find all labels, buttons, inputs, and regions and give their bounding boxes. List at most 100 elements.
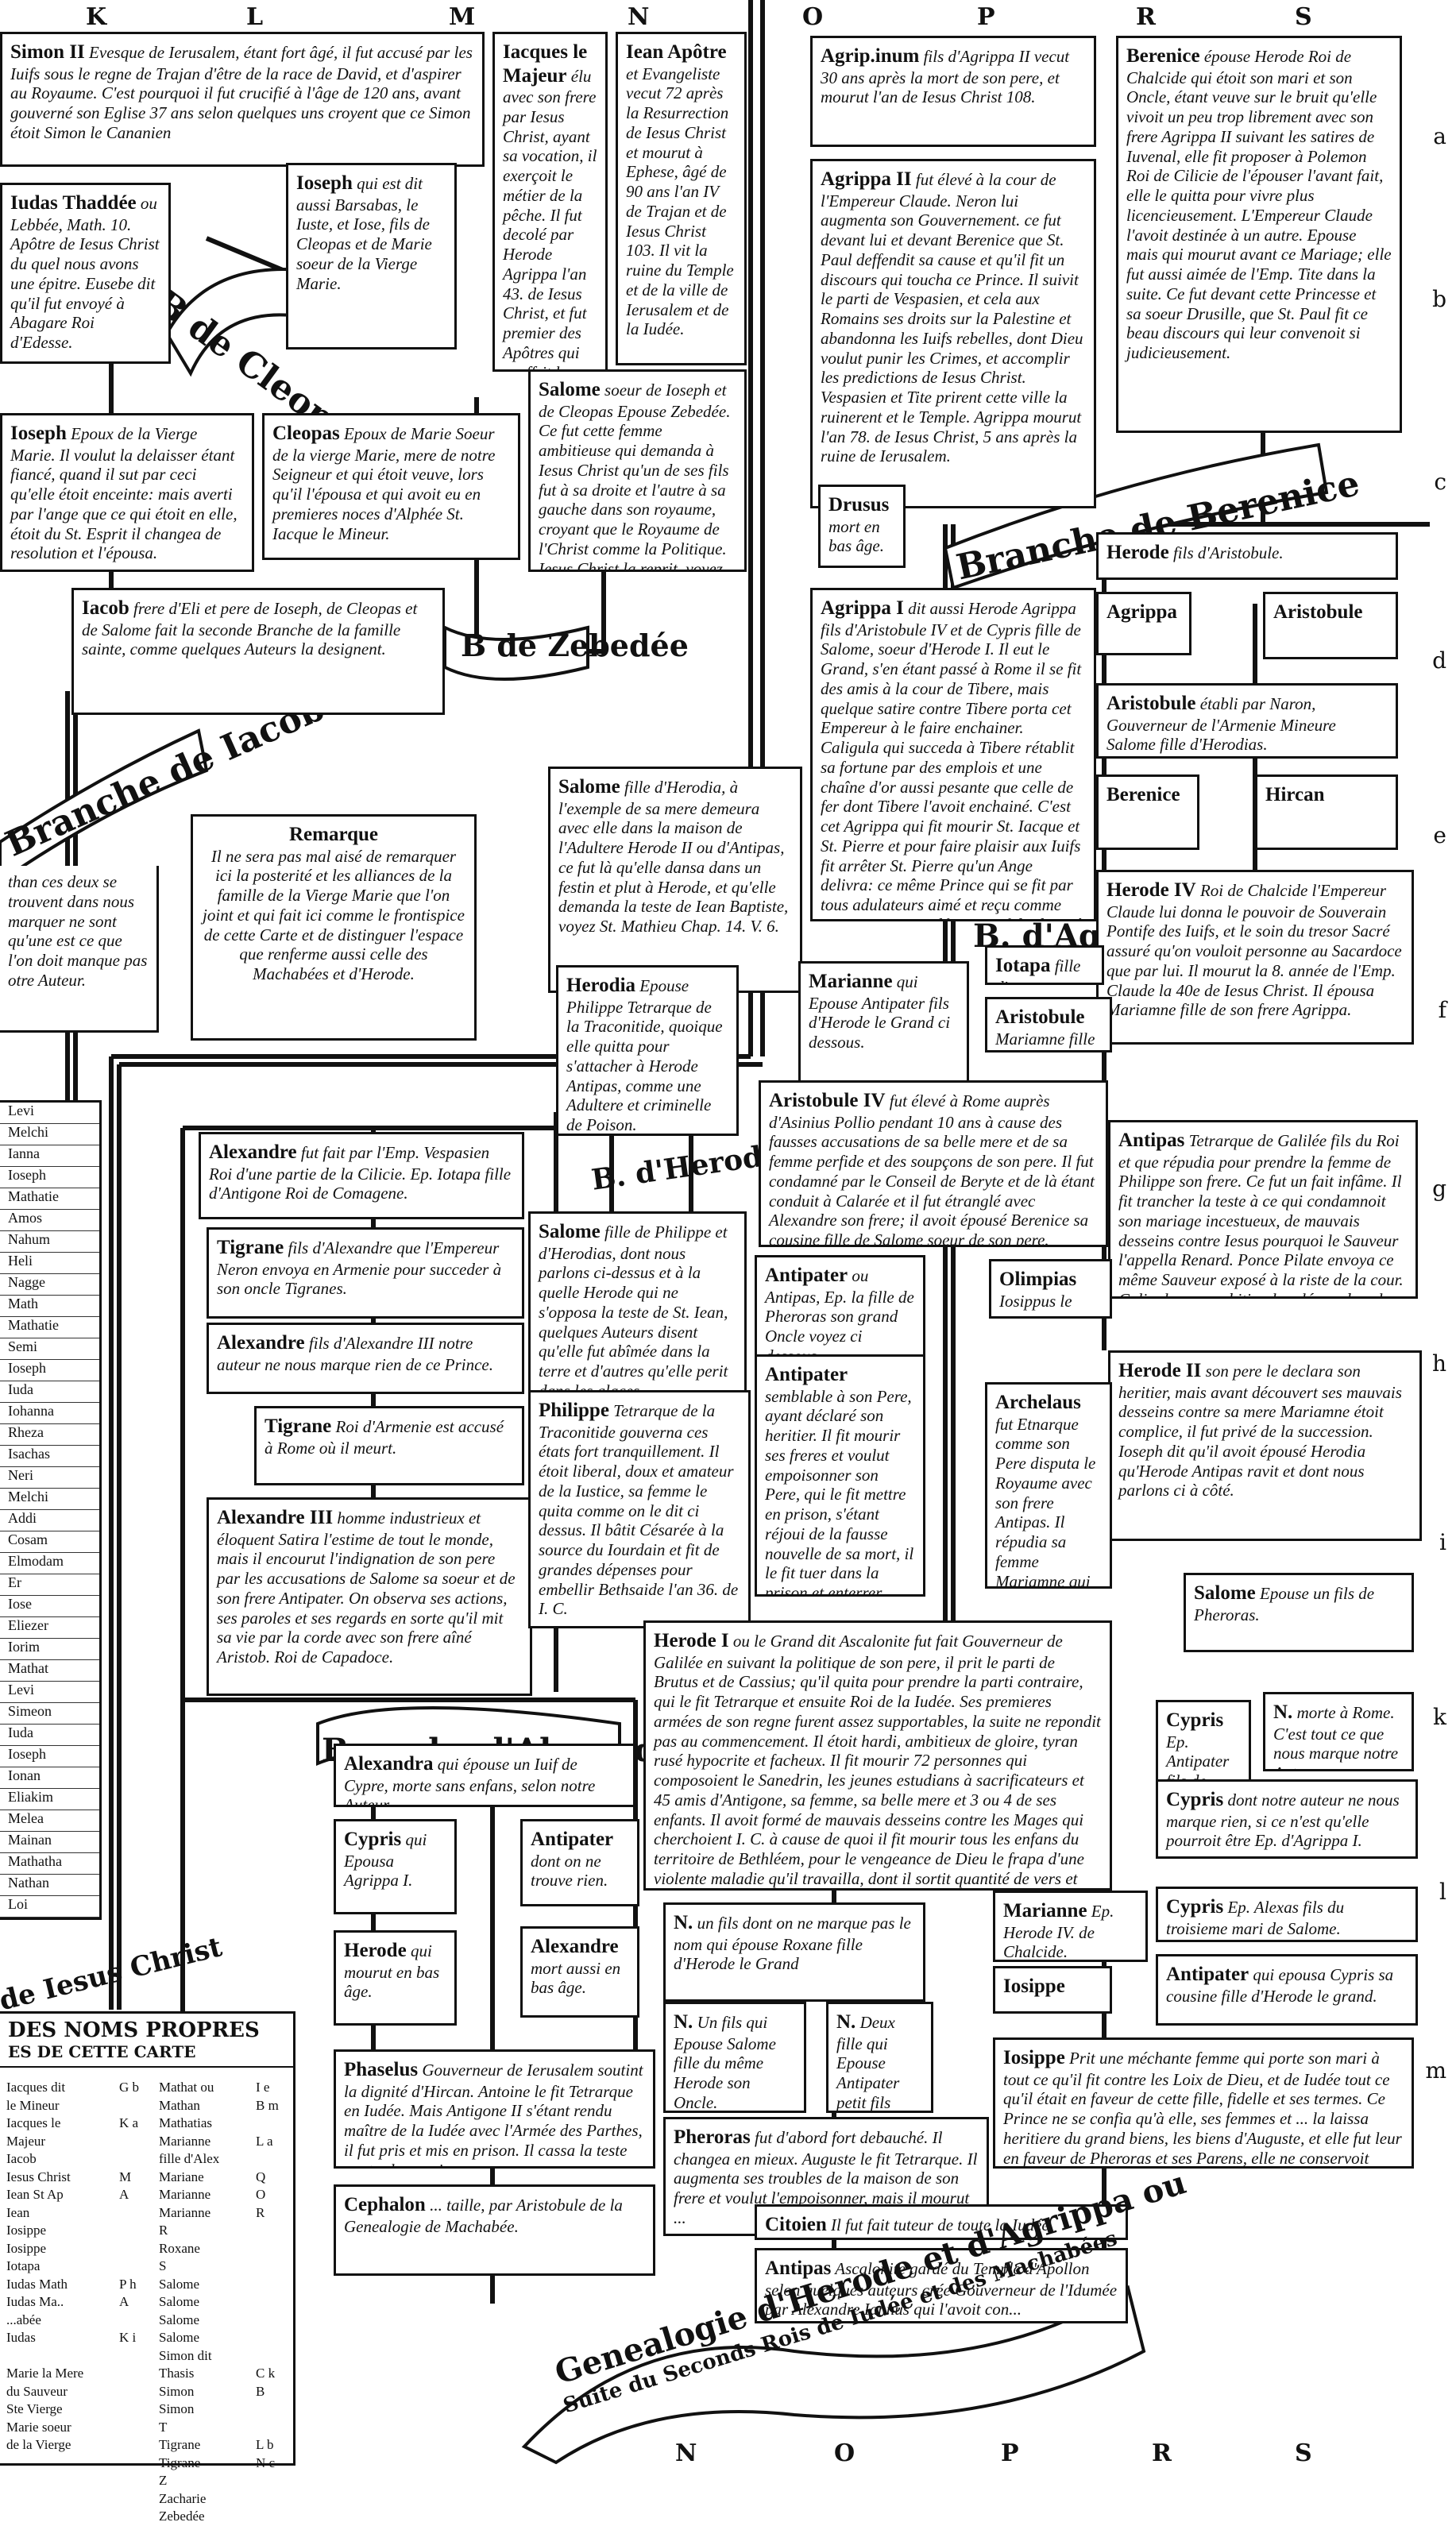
genealogy-list-item: Amos [0,1210,99,1231]
index-entry: Mathatias [159,2115,213,2130]
row-mark: l [1439,1879,1446,1905]
index-entry: R [159,2223,168,2238]
row-mark: m [1425,2057,1446,2084]
person-text: Epoux de la Vierge Marie. Il voulut la d… [10,424,238,563]
person-text: élu avec son frere par Iesus Christ, aya… [503,66,597,370]
person-box-aristobule-a: Aristobule [1263,592,1398,659]
person-name: Cypris [1166,1896,1224,1918]
genealogy-list-item: Simeon [0,1703,99,1725]
row-mark: a [1433,123,1446,149]
genealogy-list-item: Heli [0,1253,99,1274]
index-title: DES NOMS PROPRES [8,2018,260,2042]
person-text: Gouverneur de Ierusalem soutint la digni… [344,2061,643,2166]
genealogy-list-item: Levi [0,1103,99,1124]
person-text: Evesque de Ierusalem, étant fort âgé, il… [10,43,473,142]
index-entry [256,2419,292,2437]
person-text: qui est dit aussi Barsabas, le Iuste, et… [296,174,432,293]
person-name: Alexandre III [217,1507,334,1528]
person-name: Iosippe [1003,2047,1065,2068]
person-name: Agrip.inum [821,45,920,67]
person-box-herode2: Herode II son pere le declara son heriti… [1108,1350,1422,1541]
person-name: Herode IV [1106,879,1196,901]
genealogy-list-item: Eliezer [0,1617,99,1639]
person-box-iosippe2: Iosippe Prit une méchante femme qui port… [993,2037,1414,2169]
index-entry: Iudas Math [6,2276,68,2292]
person-text: Mariamne fille du Roi [995,1029,1095,1051]
person-text: fut Etnarque comme son Pere disputa le R… [995,1414,1096,1589]
genealogy-list-item: Ioseph [0,1167,99,1188]
person-box-archelaus: Archelaus fut Etnarque comme son Pere di… [985,1382,1112,1589]
person-box-citoien: Citoien Il fut fait tuteur de toute la I… [755,2204,1128,2240]
index-entry [119,2347,155,2366]
person-name: Aristobule IV [769,1090,886,1111]
genealogy-list-item: Iose [0,1596,99,1617]
person-name: Herodia [566,975,636,996]
column-letter-bottom: O [834,2439,855,2467]
index-entry: Marianne [159,2133,211,2149]
index-entry [119,2400,155,2419]
person-box-tigrane-roi: Tigrane Roi d'Armenie est accusé à Rome … [254,1406,524,1485]
index-entry: K i [119,2330,137,2345]
person-text: fut élevé à Rome auprès d'Asinius Pollio… [769,1091,1095,1247]
genealogy-list-item: Ionan [0,1767,99,1789]
person-name: Cypris [344,1829,402,1850]
person-box-marianne-chalcide: Marianne Ep. Herode IV. de Chalcide. [993,1891,1148,1962]
row-mark: c [1434,469,1446,495]
person-text: Ep. Herode IV. de Chalcide. [1003,1902,1114,1962]
person-box-salome-pheroras: Salome Epouse un fils de Pheroras. [1184,1573,1414,1652]
person-name: Aristobule [1106,693,1196,714]
person-name: Tigrane [217,1237,284,1258]
row-mark: e [1433,822,1446,848]
index-entry: Iosippe [6,2240,47,2256]
genealogy-list-item: Mathat [0,1660,99,1682]
index-entry: P h [119,2276,137,2292]
person-box-ioseph-epoux: Ioseph Epoux de la Vierge Marie. Il voul… [0,413,254,572]
genealogy-list-item: Loi [0,1896,99,1918]
person-name: Cypris [1166,1709,1224,1731]
person-name: Alexandre [531,1936,619,1957]
person-text: dont notre auteur ne nous marque rien, s… [1166,1790,1400,1851]
person-name: Marianne [1003,1900,1087,1922]
index-entry: Thasis [159,2366,195,2381]
index-entry [119,2419,155,2437]
index-entry [119,2133,155,2151]
person-box-olimpias: Olimpias Iosippus le [989,1259,1112,1319]
index-entry: I e [256,2080,270,2095]
genealogy-list-item: Rheza [0,1424,99,1446]
index-entry [256,2240,292,2258]
genealogy-list-item: Ianna [0,1145,99,1167]
person-name: N. [674,1912,693,1933]
index-entry [119,2383,155,2401]
person-box-agrippinum: Agrip.inum fils d'Agrippa II vecut 30 an… [810,36,1096,147]
index-entry: Iacques dit [6,2080,66,2095]
index-entry: Marie la Mere [6,2366,84,2381]
person-name: Marianne [809,971,893,992]
remarque-title: Remarque [288,824,379,845]
column-letter-bottom: N [675,2439,697,2467]
index-entry: Salome [159,2312,199,2327]
index-entry: Roxane [159,2240,200,2256]
person-box-herode-aristobule: Herode fils d'Aristobule. [1096,532,1398,580]
genealogy-list-item: Mathatha [0,1853,99,1875]
index-entry: Iotapa [6,2258,41,2273]
person-box-agrippa1: Agrippa I dit aussi Herode Agrippa fils … [810,588,1096,921]
row-mark: f [1438,997,1446,1023]
index-entry: N c [256,2455,276,2470]
person-text: qui Epousa Agrippa I. [344,1830,427,1891]
index-entry [256,2293,292,2312]
person-text: dit aussi Herode Agrippa fils d'Aristobu… [821,599,1082,919]
person-text: Epoux de Marie Soeur de la vierge Marie,… [272,424,496,543]
column-letter: O [802,3,824,31]
person-name: Philippe [539,1400,609,1421]
index-entry: le Mineur [6,2097,60,2113]
index-entry [256,2222,292,2240]
person-text: mort aussi en bas âge. [531,1958,621,1998]
column-letter: P [977,3,995,31]
person-box-iacques: Iacques le Majeur élu avec son frere par… [492,32,608,372]
index-entry [256,2312,292,2330]
person-box-cypris-alexas: Cypris Ep. Alexas fils du troisieme mari… [1156,1887,1418,1942]
genealogy-list-item: Isachas [0,1446,99,1467]
person-text: frere d'Eli et pere de Ioseph, de Cleopa… [82,599,418,659]
